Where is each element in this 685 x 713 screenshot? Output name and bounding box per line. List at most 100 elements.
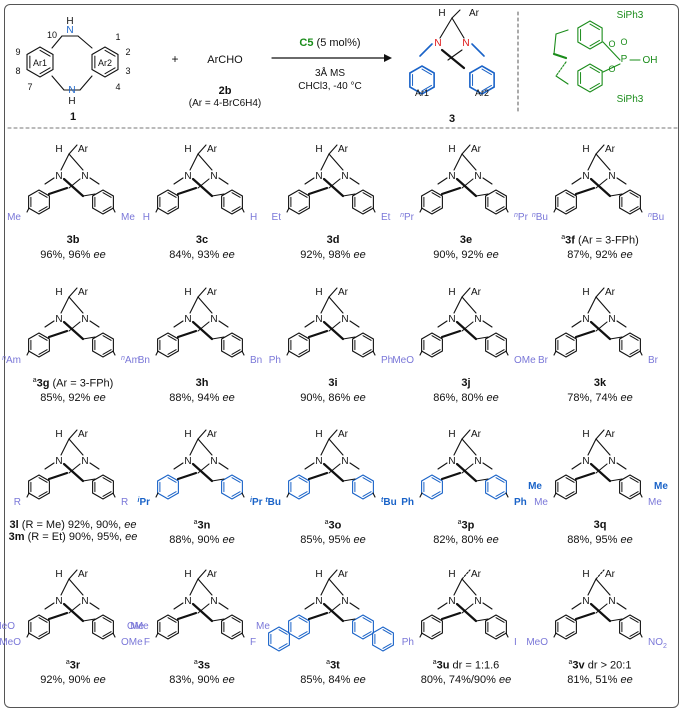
bond (328, 463, 341, 474)
bond (191, 462, 214, 483)
bond (505, 492, 509, 498)
benzene-ring (577, 63, 603, 93)
bond (461, 287, 471, 298)
product-ar2: Ar2 (475, 88, 489, 98)
atom-label: 2 (125, 47, 130, 57)
bond (328, 438, 344, 456)
bond (167, 477, 177, 483)
substituent-right: NO2 (648, 637, 667, 650)
bond (595, 438, 611, 456)
bond (68, 438, 84, 456)
bond (475, 336, 489, 340)
bond (62, 320, 85, 341)
substituent-right: Ph (514, 497, 527, 508)
compound-3h-yield-ee: 88%, 94% ee (169, 392, 235, 404)
bond (322, 320, 345, 341)
atom-label: N (184, 314, 191, 325)
substituent-left: MeO (0, 637, 21, 648)
bond (44, 462, 55, 470)
bond (231, 206, 241, 212)
substituent-left: Bn (138, 355, 150, 366)
atom-label: Ar (471, 429, 482, 440)
bond (461, 429, 471, 440)
substituent-left: nPr (400, 212, 415, 223)
substituent-right: OMe (514, 355, 536, 366)
bond (362, 617, 372, 623)
bond (328, 153, 344, 171)
benzene-ring (352, 614, 374, 640)
bond (455, 462, 478, 483)
bond (26, 632, 30, 638)
bond (173, 177, 184, 185)
bond (595, 429, 605, 440)
substituent-right: iPr (250, 497, 263, 508)
bond (278, 629, 288, 635)
benzene-ring (221, 474, 243, 500)
benzene-ring (421, 332, 443, 358)
compound-3k-id: 3k (593, 377, 607, 389)
substituent-right: F (250, 637, 256, 648)
bond (574, 329, 596, 339)
bond (189, 578, 199, 596)
bond (286, 350, 290, 356)
bond (461, 463, 474, 474)
bond (320, 296, 330, 314)
bond (589, 66, 600, 74)
bond (102, 631, 112, 637)
bond (595, 321, 608, 332)
bond (167, 206, 177, 212)
substituent-left: R (14, 497, 21, 508)
atom-label: H (315, 144, 322, 155)
bond (191, 320, 214, 341)
atom-label: N (184, 596, 191, 607)
bond (342, 618, 356, 622)
bond (38, 335, 48, 341)
compound-3s-id: a3s (193, 659, 211, 672)
compound-3e-yield-ee: 90%, 92% ee (433, 249, 499, 261)
bond (197, 144, 207, 155)
compound-3i-yield-ee: 90%, 86% ee (300, 392, 366, 404)
bond (82, 478, 96, 482)
bond (565, 631, 575, 637)
arrowhead (384, 54, 392, 62)
bond (231, 192, 241, 198)
compound-3j-yield-ee: 86%, 80% ee (433, 392, 499, 404)
bond (589, 23, 600, 31)
bond (555, 75, 569, 85)
compound-3g-id: a3g (Ar = 3-FPh) (32, 377, 114, 390)
bond (461, 569, 471, 580)
bond (79, 75, 93, 91)
bond (167, 491, 177, 497)
bond (495, 206, 505, 212)
substituent-left: Ph (269, 355, 281, 366)
bond (609, 618, 623, 622)
bond (440, 186, 462, 196)
benzene-ring (485, 332, 507, 358)
bond (589, 320, 612, 341)
bond (372, 350, 376, 356)
bond (218, 462, 229, 470)
bond (495, 477, 505, 483)
bond (304, 602, 315, 610)
hydroxyl: OH (643, 55, 658, 66)
bond (47, 611, 69, 621)
archo-formula: ArCHO (207, 54, 243, 66)
bond (565, 192, 575, 198)
bond (431, 335, 441, 341)
bond (307, 611, 329, 621)
product-3r-structure: HArNNMeOOMeMeOOMe (0, 569, 149, 648)
atom-label: Ar (338, 287, 349, 298)
bond (328, 321, 341, 332)
bond (211, 478, 225, 482)
bond (102, 491, 112, 497)
benzene-ring (157, 614, 179, 640)
atom-label: 7 (27, 82, 32, 92)
atom-label: N (81, 171, 88, 182)
bond (167, 192, 177, 198)
benzene-ring (28, 614, 50, 640)
bond (437, 462, 448, 470)
